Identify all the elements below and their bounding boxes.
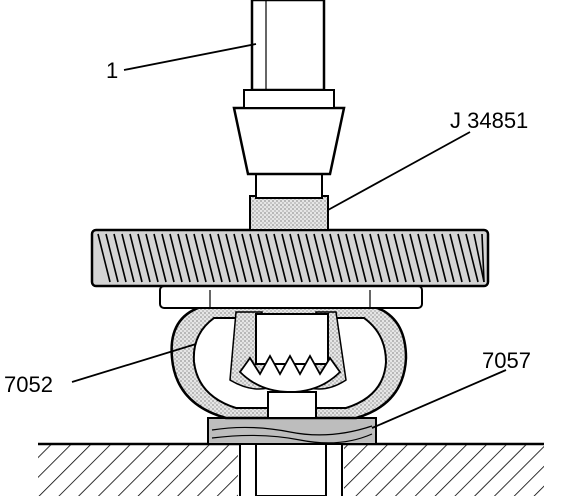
gear-tooth: [217, 233, 231, 283]
gear-tooth: [393, 233, 407, 283]
bearing-7057: [207, 417, 377, 445]
press-base: [38, 442, 544, 496]
gear-tooth: [97, 233, 111, 283]
gear-tooth: [153, 233, 167, 283]
gear-tooth: [145, 233, 159, 283]
gear-tooth: [409, 233, 423, 283]
gear-tooth: [369, 233, 383, 283]
gear-tooth: [289, 233, 303, 283]
gear-tooth: [105, 233, 119, 283]
gear-tooth: [129, 233, 143, 283]
gear-tooth: [161, 233, 175, 283]
gear-tooth: [113, 233, 127, 283]
leader-differential-case: [71, 343, 197, 383]
leader-lines: [71, 43, 507, 429]
gear-tooth: [249, 233, 263, 283]
gear-tooth: [385, 233, 399, 283]
gear-tooth: [305, 233, 319, 283]
gear-tooth: [257, 233, 271, 283]
gear-tooth: [193, 233, 207, 283]
gear-tooth: [137, 233, 151, 283]
gear-tooth: [121, 233, 135, 283]
installer-tool-j34851: [232, 106, 346, 231]
gear-tooth: [209, 233, 223, 283]
press-ram: [243, 0, 335, 109]
leader-press-ram: [123, 43, 257, 71]
gear-tooth: [481, 233, 485, 283]
callout-installer-tool: J 34851: [450, 108, 528, 133]
gear-tooth: [185, 233, 199, 283]
gear-tooth: [465, 233, 479, 283]
callout-bearing: 7057: [482, 348, 531, 373]
gear-tooth: [353, 233, 367, 283]
case-flange: [159, 285, 423, 309]
gear-tooth: [345, 233, 359, 283]
gear-tooth: [241, 233, 255, 283]
gear-tooth: [433, 233, 447, 283]
gear-tooth: [401, 233, 415, 283]
gear-tooth: [273, 233, 287, 283]
gear-tooth: [441, 233, 455, 283]
gear-tooth: [169, 233, 183, 283]
gear-tooth: [321, 233, 335, 283]
gear-tooth: [313, 233, 327, 283]
callout-differential-case: 7052: [4, 372, 53, 397]
gear-tooth: [225, 233, 239, 283]
gear-tooth: [449, 233, 463, 283]
leader-installer-tool: [327, 131, 471, 211]
gear-tooth: [201, 233, 215, 283]
gear-tooth: [417, 233, 431, 283]
gear-tooth: [177, 233, 191, 283]
gear-tooth: [473, 233, 485, 283]
gear-tooth: [425, 233, 439, 283]
gear-tooth: [337, 233, 351, 283]
callout-press-ram: 1: [106, 58, 118, 83]
gear-tooth: [233, 233, 247, 283]
gear-tooth: [297, 233, 311, 283]
gear-tooth: [329, 233, 343, 283]
gear-tooth: [281, 233, 295, 283]
ring-gear: [90, 228, 490, 288]
gear-tooth: [457, 233, 471, 283]
differential-case: [170, 304, 408, 420]
gear-tooth: [377, 233, 391, 283]
gear-tooth: [265, 233, 279, 283]
leader-bearing: [371, 369, 507, 429]
gear-tooth: [361, 233, 375, 283]
